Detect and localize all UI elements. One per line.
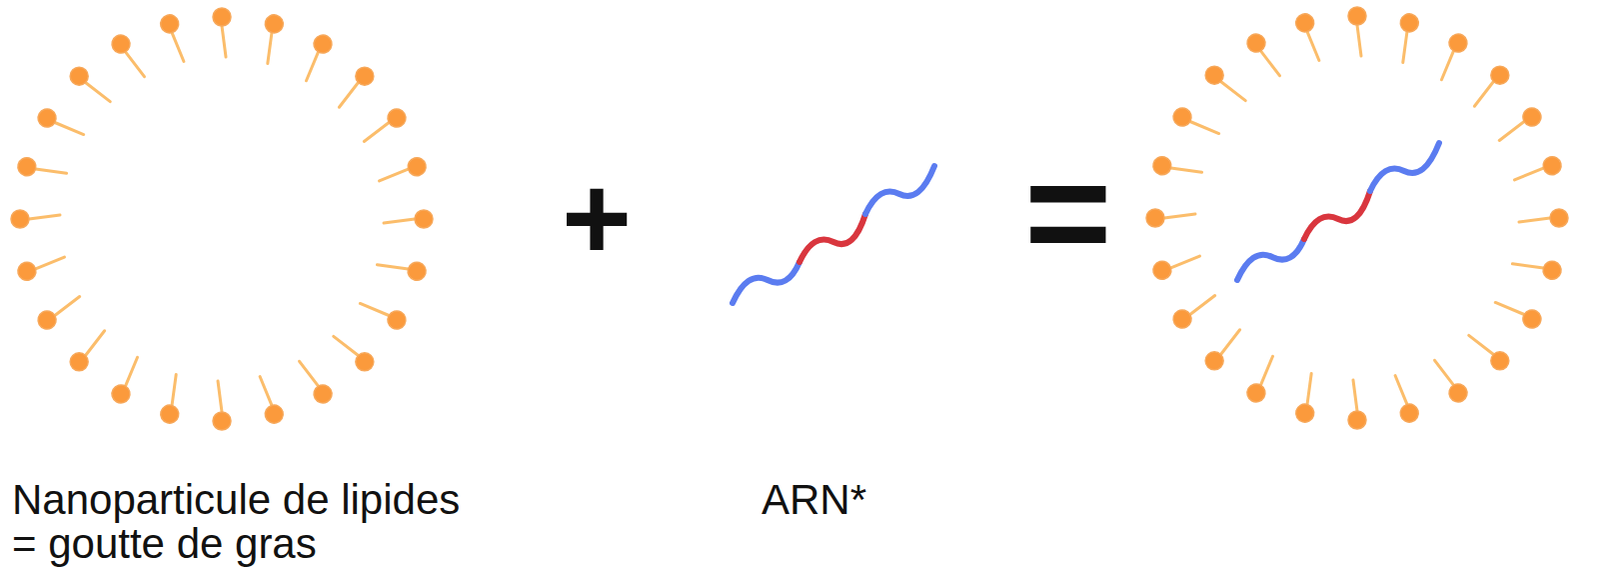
rna-strand [732, 165, 935, 303]
lipid-nanoparticle [10, 7, 433, 430]
equals-sign: = [1024, 136, 1113, 287]
plus-sign: + [561, 157, 632, 278]
caption-label: Nanoparticule de lipides = goutte de gra… [11, 477, 477, 566]
rna-strand [1237, 142, 1440, 280]
caption-label: ARN* [761, 477, 867, 522]
loaded-nanoparticle [1146, 6, 1569, 429]
